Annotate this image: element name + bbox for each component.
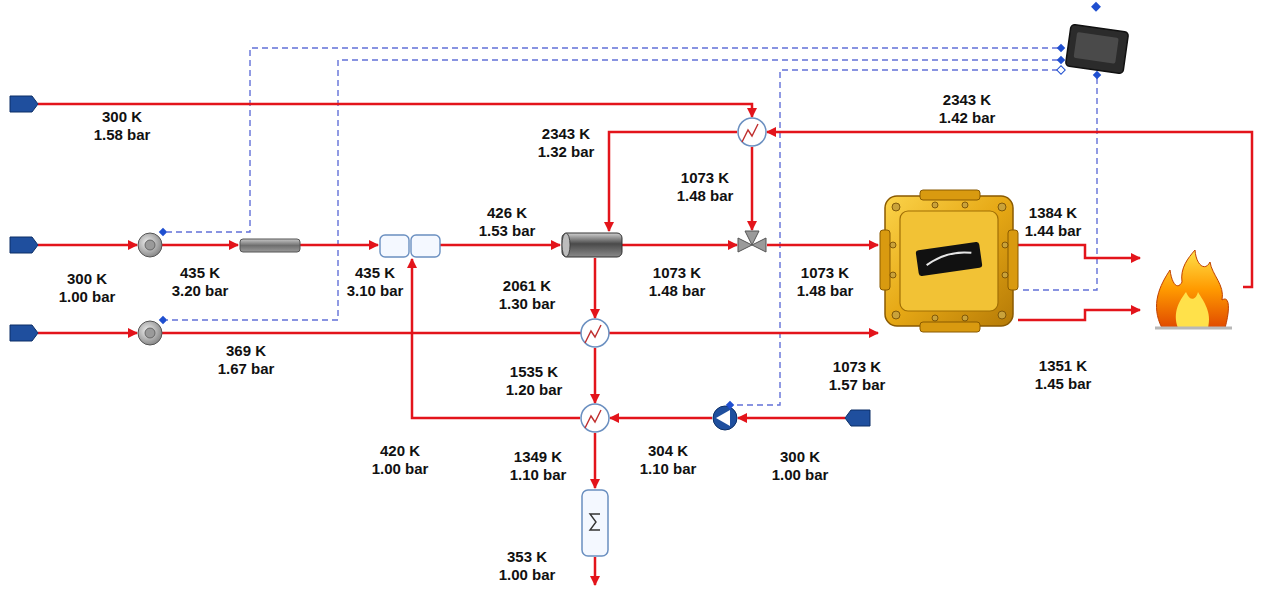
stream-condition: 435 K 3.20 bar <box>168 264 232 300</box>
pump-symbol <box>713 401 737 430</box>
stream-condition: 300 K 1.00 bar <box>768 448 832 484</box>
stream-condition: 2343 K 1.32 bar <box>534 125 598 161</box>
stream-pipe <box>609 132 737 231</box>
stream-condition: 1349 K 1.10 bar <box>506 448 570 484</box>
stream-condition: 300 K 1.58 bar <box>90 108 154 144</box>
stream-pipe <box>38 104 752 117</box>
stream-pipe <box>300 244 378 247</box>
stream-pipe <box>622 244 737 247</box>
stream-pipe <box>162 332 581 335</box>
stream-condition: 1073 K 1.48 bar <box>645 264 709 300</box>
compressor-symbol <box>138 228 167 345</box>
stream-pipe <box>594 433 597 488</box>
stream-condition: 1351 K 1.45 bar <box>1031 357 1095 393</box>
stream-pipe <box>594 258 597 318</box>
controller-symbol <box>1057 2 1129 79</box>
stream-pipe <box>594 348 597 403</box>
stream-pipe <box>594 557 597 585</box>
stream-pipe <box>609 332 878 335</box>
control-signal <box>167 60 1058 320</box>
stream-condition: 304 K 1.10 bar <box>636 442 700 478</box>
stream-pipe <box>1018 245 1140 258</box>
stream-pipe <box>751 147 754 230</box>
stream-pipe <box>610 417 712 420</box>
stream-condition: 420 K 1.00 bar <box>368 442 432 478</box>
stream-condition: 2061 K 1.30 bar <box>495 277 559 313</box>
signal-line <box>167 48 1097 405</box>
stream-pipe <box>440 244 560 247</box>
stream-pipe <box>38 332 137 335</box>
stream-pipe <box>412 259 580 418</box>
condenser-symbol <box>582 490 608 556</box>
stream-line <box>38 104 1252 585</box>
stream-condition: 1073 K 1.48 bar <box>793 264 857 300</box>
heat-exchanger-symbol <box>581 118 766 432</box>
stream-pipe <box>1018 310 1140 320</box>
valve-symbol <box>738 231 766 252</box>
stream-condition: 2343 K 1.42 bar <box>935 91 999 127</box>
control-signal <box>733 70 1058 405</box>
stream-pipe <box>162 244 238 247</box>
stream-pipe <box>38 244 137 247</box>
stream-condition: 1073 K 1.57 bar <box>825 358 889 394</box>
duct-symbol <box>240 239 300 252</box>
stream-condition: 369 K 1.67 bar <box>214 342 278 378</box>
reactor-symbol <box>562 233 622 257</box>
recuperator-symbol <box>380 235 440 257</box>
stream-condition: 353 K 1.00 bar <box>495 548 559 584</box>
stream-condition: 435 K 3.10 bar <box>343 264 407 300</box>
stream-condition: 1073 K 1.48 bar <box>673 169 737 205</box>
burner-flame <box>1155 250 1232 328</box>
stream-condition: 1535 K 1.20 bar <box>502 363 566 399</box>
stream-source <box>10 96 870 426</box>
stream-pipe <box>738 417 845 420</box>
stream-condition: 300 K 1.00 bar <box>55 270 119 306</box>
stream-condition: 1384 K 1.44 bar <box>1021 204 1085 240</box>
stream-condition: 426 K 1.53 bar <box>475 204 539 240</box>
stream-pipe <box>767 244 878 247</box>
fuel-cell-stack <box>880 190 1018 332</box>
